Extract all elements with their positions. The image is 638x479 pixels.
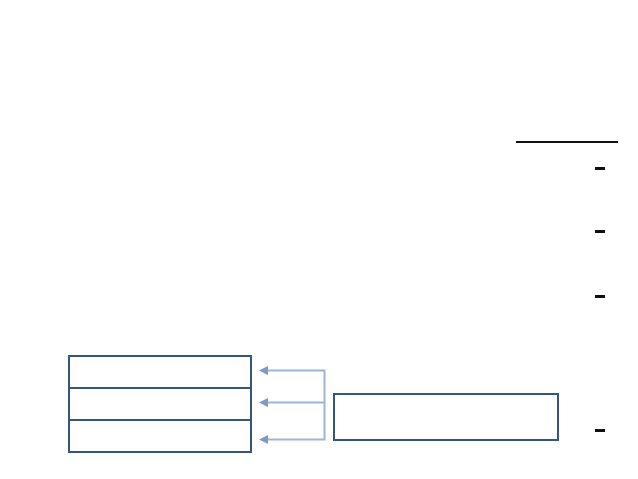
title-underline (516, 141, 618, 143)
callout-box (333, 393, 559, 441)
list-dash-3: - (595, 295, 605, 298)
stacked-box-row-1 (70, 357, 250, 387)
connector-lines (265, 369, 326, 441)
stacked-box-row-3 (70, 419, 250, 451)
stacked-box-row-2 (70, 387, 250, 419)
arrowhead-bottom-icon (259, 435, 268, 444)
arrowhead-top-icon (259, 366, 268, 375)
list-dash-1: - (595, 167, 605, 170)
list-dash-4: - (595, 429, 605, 432)
list-dash-2: - (595, 230, 605, 233)
stacked-box (68, 355, 252, 453)
arrowhead-middle-icon (259, 398, 268, 407)
